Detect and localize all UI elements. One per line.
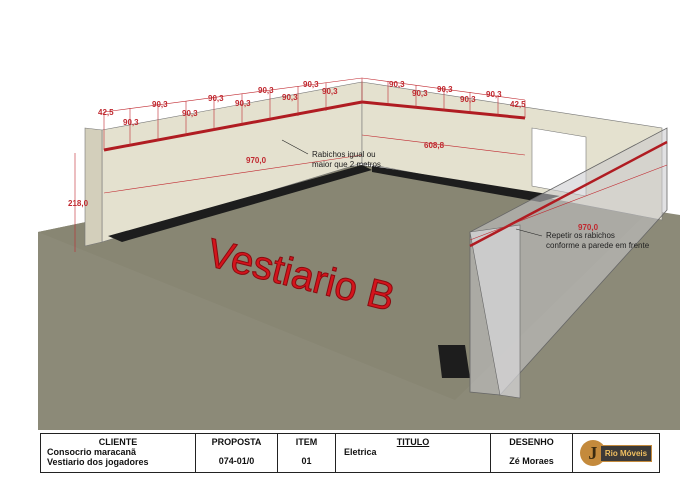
note1-leader (281, 139, 309, 155)
dim-right-seg-3: 90,3 (437, 85, 453, 94)
conduit-front (469, 140, 668, 248)
desenho-value: Zé Moraes (509, 456, 554, 466)
company-logo: J Rio Móveis (573, 434, 659, 472)
proposta-header: PROPOSTA (211, 437, 262, 447)
dim-height: 218,0 (68, 199, 89, 208)
logo-text: Rio Móveis (599, 444, 653, 462)
note2-line1: Repetir os rabichos (546, 231, 615, 240)
proposta-value: 074-01/0 (218, 456, 255, 466)
title-block: CLIENTE Consocrio maracanã Vestiario dos… (40, 433, 660, 473)
dim-right-seg-5: 90,3 (486, 90, 502, 99)
floor-grate-left (108, 165, 372, 242)
dim-left-seg-8: 90,3 (282, 93, 298, 102)
titulo-header: TITULO (396, 437, 430, 447)
dim-right-length: 608,8 (424, 141, 445, 150)
title-block-logo: J Rio Móveis (573, 434, 659, 472)
note1-line1: Rabichos igual ou (312, 150, 376, 159)
title-block-titulo: TITULO Eletrica (336, 434, 491, 472)
cliente-line2: Vestiario dos jogadores (47, 457, 149, 467)
dim-front-length: 970,0 (578, 223, 599, 232)
dimension-lines (74, 77, 668, 252)
note1-line2: maior que 2 metros (312, 160, 381, 169)
dim-left-length: 970,0 (246, 156, 267, 165)
note2-line2: conforme a parede em frente (546, 241, 650, 250)
dim-left-seg-1: 42,5 (98, 108, 114, 117)
dim-left-seg-9: 90,3 (303, 80, 319, 89)
title-block-proposta: PROPOSTA 074-01/0 (196, 434, 278, 472)
dim-left-seg-2: 90,3 (123, 118, 139, 127)
3d-room-drawing: 42,5 90,3 90,3 90,3 90,3 90,3 90,3 90,3 … (38, 77, 680, 430)
floor-grate-right (372, 166, 560, 202)
dim-left-seg-6: 90,3 (235, 99, 251, 108)
note2-leader (515, 228, 543, 237)
item-value: 01 (301, 456, 312, 466)
cliente-line1: Consocrio maracanã (47, 447, 137, 457)
title-block-desenho: DESENHO Zé Moraes (491, 434, 573, 472)
dimension-ticks (103, 78, 526, 150)
title-block-item: ITEM 01 (278, 434, 336, 472)
floor-grate-front (438, 345, 470, 378)
cliente-header: CLIENTE (98, 437, 138, 447)
dim-right-seg-2: 90,3 (412, 89, 428, 98)
desenho-header: DESENHO (509, 437, 554, 447)
wall-left-end (84, 127, 103, 247)
dim-right-seg-1: 90,3 (389, 80, 405, 89)
dim-left-seg-3: 90,3 (152, 100, 168, 109)
titulo-value: Eletrica (344, 447, 377, 457)
item-header: ITEM (295, 437, 318, 447)
title-block-cliente: CLIENTE Consocrio maracanã Vestiario dos… (41, 434, 196, 472)
dim-left-seg-5: 90,3 (208, 94, 224, 103)
dim-left-seg-10: 90,3 (322, 87, 338, 96)
dim-right-seg-6: 42,5 (510, 100, 526, 109)
dim-right-seg-4: 90,3 (460, 95, 476, 104)
conduit-left (103, 100, 363, 152)
dim-left-seg-7: 90,3 (258, 86, 274, 95)
dim-left-seg-4: 90,3 (182, 109, 198, 118)
